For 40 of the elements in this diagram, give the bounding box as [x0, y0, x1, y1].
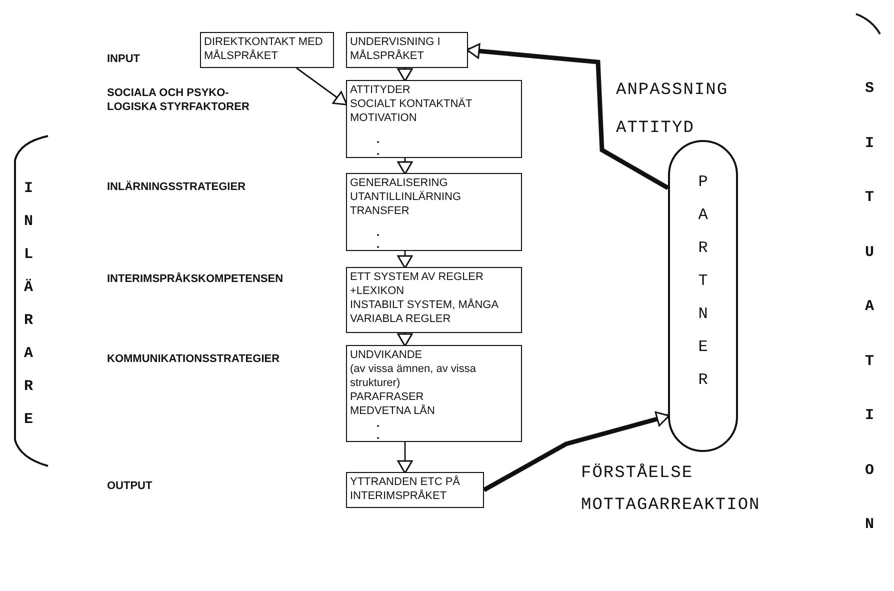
box-text: PARAFRASER: [350, 390, 425, 404]
process-box: [200, 32, 334, 68]
box-text: MOTIVATION: [350, 111, 418, 125]
box-text: DIREKTKONTAKT MED MÅLSPRÅKET: [204, 35, 324, 63]
arrow: [397, 442, 413, 474]
box-text: GENERALISERING: [350, 176, 449, 190]
box-text: ATTITYDER: [350, 83, 412, 97]
process-box: [346, 345, 522, 442]
stage-label: KOMMUNIKATIONSSTRATEGIER: [107, 352, 281, 366]
box-text: YTTRANDEN ETC PÅ INTERIMSPRÅKET: [350, 475, 462, 503]
stage-label: SOCIALA OCH PSYKO- LOGISKA STYRFAKTORER: [107, 86, 250, 114]
box-text: MEDVETNA LÅN: [350, 404, 436, 418]
process-box: [346, 173, 522, 251]
stage-label: INLÄRNINGSSTRATEGIER: [107, 180, 247, 194]
arrow: [397, 333, 413, 347]
arrow: [397, 251, 413, 269]
arrow: [466, 43, 670, 190]
arrow: [397, 68, 413, 82]
process-box: [346, 472, 484, 508]
arrow: [482, 411, 670, 492]
box-text: UNDVIKANDE: [350, 348, 424, 362]
vertical-label: INLÄRARE: [22, 179, 34, 430]
stage-label: INTERIMSPRÅKSKOMPETENSEN: [107, 272, 284, 286]
process-box: [346, 80, 522, 158]
process-box: [346, 32, 468, 68]
edge-label: FÖRSTÅELSE MOTTAGARREAKTION: [581, 462, 762, 517]
edge-label: ANPASSNING ATTITYD: [616, 80, 730, 140]
vertical-text: PARTNER: [697, 172, 709, 391]
arrow: [397, 158, 413, 175]
stage-label: OUTPUT: [107, 479, 154, 493]
box-text: SOCIALT KONTAKTNÄT: [350, 97, 474, 111]
box-text: UNDERVISNING I MÅLSPRÅKET: [350, 35, 442, 63]
box-text: ETT SYSTEM AV REGLER +LEXIKON: [350, 270, 484, 298]
process-box: [346, 267, 522, 333]
box-text: TRANSFER: [350, 204, 410, 218]
arrow: [296, 67, 348, 106]
box-text: (av vissa ämnen, av vissa strukturer): [350, 362, 477, 390]
box-text: UTANTILLINLÄRNING: [350, 190, 462, 204]
box-text: INSTABILT SYSTEM, MÅNGA VARIABLA REGLER: [350, 298, 500, 326]
vertical-label: SITUATION: [864, 79, 875, 535]
